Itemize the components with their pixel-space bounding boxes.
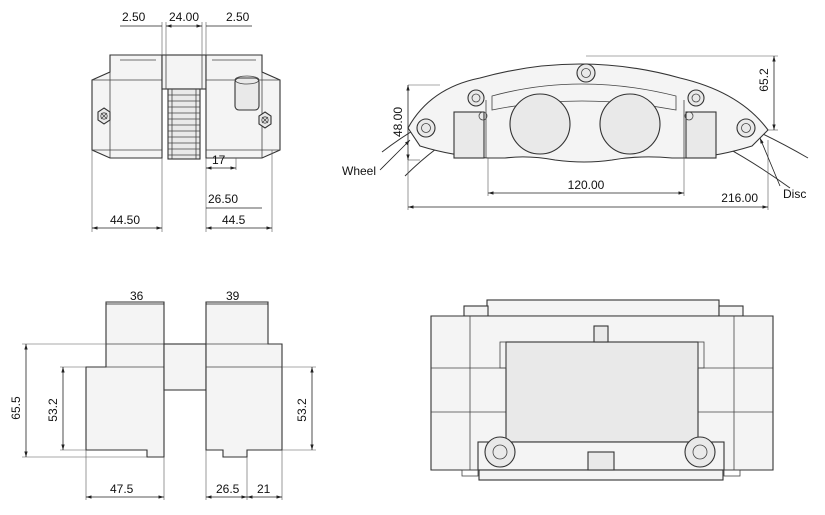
side-view: 36 39 65.5 53.2 53.2 47.5 26.5 21 [9,289,316,500]
bottom-fitting [587,451,615,471]
bleed-nipple-icon [234,75,260,111]
wheel-label: Wheel [342,164,376,178]
dim-height-652: 65.2 [757,68,771,92]
caliper-body-front [407,63,769,163]
top-rail [486,299,720,317]
top-view: 2.50 24.00 2.50 17 26.50 44.50 44.5 [91,10,281,232]
dim-left-half: 44.50 [110,213,140,227]
dim-bottom-21: 21 [257,482,271,496]
end-view [430,299,774,481]
center-bridge [161,54,207,90]
dim-left-top: 36 [130,289,144,303]
dim-height-48: 48.00 [391,107,405,137]
right-pad-clip [685,111,717,159]
right-bolt-icon [258,111,272,129]
dim-left-inner: 53.2 [46,398,60,422]
dim-bottom-265: 26.5 [216,482,240,496]
disc-label: Disc [783,187,806,201]
dim-center-width: 24.00 [169,10,199,24]
dim-right-top: 39 [226,289,240,303]
left-piston [509,93,571,155]
end-hole-left-icon [484,436,516,468]
right-piston [599,93,661,155]
front-view: 48.00 65.2 120.00 216.00 Wheel Disc [342,55,809,210]
dim-height-655: 65.5 [9,396,23,420]
top-hole-icon [576,63,596,83]
end-hole-right-icon [684,436,716,468]
dim-right-inner: 53.2 [295,398,309,422]
right-block [205,301,283,458]
dim-right-half: 44.5 [222,213,246,227]
dim-offset-2650: 26.50 [208,192,238,206]
mount-hole-left-icon [416,118,436,138]
dim-offset-17: 17 [212,153,226,167]
center-window [505,341,699,443]
upper-hole-left-icon [467,89,485,107]
dim-overall-length: 216.00 [721,191,758,205]
left-bolt-icon [97,107,111,125]
left-block [85,301,165,458]
center-link [163,343,207,391]
dim-gap-left: 2.50 [122,10,146,24]
left-pad-clip [453,111,485,159]
bottom-rail [478,469,724,481]
mount-hole-right-icon [736,118,756,138]
dim-gap-right: 2.50 [226,10,250,24]
top-fitting [593,325,609,343]
left-caliper-half [91,54,163,159]
upper-hole-right-icon [687,89,705,107]
disc-teeth [167,88,201,160]
dim-piston-span: 120.00 [568,178,605,192]
dim-bottom-left: 47.5 [110,482,134,496]
